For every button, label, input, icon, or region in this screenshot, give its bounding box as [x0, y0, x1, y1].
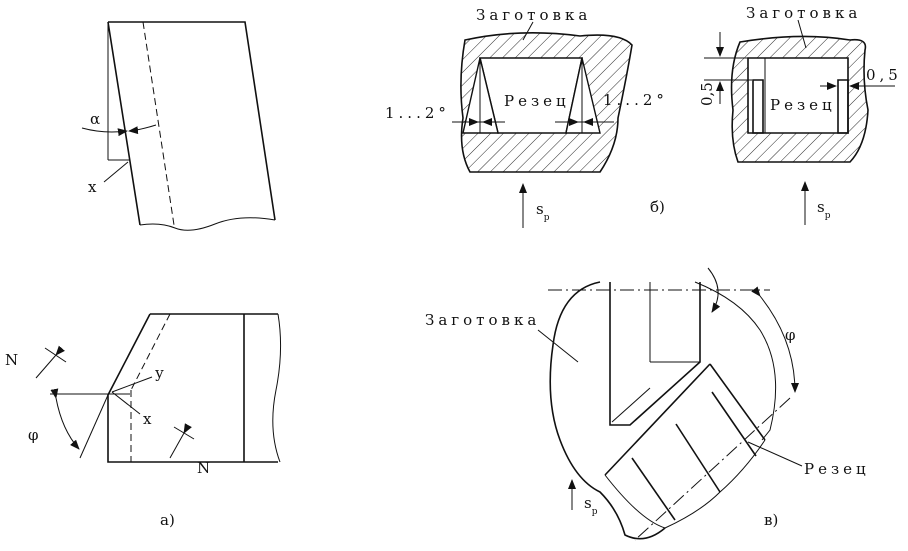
- tool-side-view: α х: [81, 21, 276, 231]
- panel-a-label: а): [160, 511, 175, 529]
- alpha-label: α: [90, 110, 100, 128]
- phi-label-v: φ: [785, 326, 796, 344]
- zagotovka-label-b2: Заготовка: [746, 4, 861, 22]
- angled-cutter-view: φ Заготовка Резец sр в): [425, 267, 870, 541]
- panel-v-label: в): [764, 511, 778, 529]
- x-axis-label-plan: х: [143, 410, 152, 428]
- x-axis-label: х: [88, 178, 97, 196]
- N-label-right: N: [197, 459, 210, 477]
- N-label-left: N: [5, 351, 18, 369]
- offset-label-vertical: 0,5: [698, 82, 716, 106]
- phi-label-a: φ: [28, 426, 39, 444]
- panel-b-label: б): [650, 198, 665, 216]
- feed-label-v: sр: [584, 494, 598, 517]
- angle-range-right: 1...2°: [603, 91, 668, 109]
- zagotovka-label-v: Заготовка: [425, 311, 540, 329]
- section-tapered-cutter: Резец 1...2° 1...2° Заготовка sр б): [385, 6, 668, 228]
- y-axis-label: у: [155, 364, 164, 382]
- rezets-label-v: Резец: [804, 460, 870, 478]
- zagotovka-label-b1: Заготовка: [476, 6, 591, 24]
- rezets-label-b2: Резец: [770, 96, 836, 114]
- angle-range-left: 1...2°: [385, 104, 450, 122]
- rezets-label-b1: Резец: [504, 92, 570, 110]
- offset-label-horizontal: 0,5: [866, 66, 902, 84]
- tool-plan-view: N N φ у х а): [5, 313, 282, 529]
- section-stepped-cutter: Резец 0,5 0,5 Заготовка sр: [698, 4, 902, 225]
- feed-label-b2: sр: [817, 198, 831, 221]
- feed-label-b1: sр: [536, 200, 550, 223]
